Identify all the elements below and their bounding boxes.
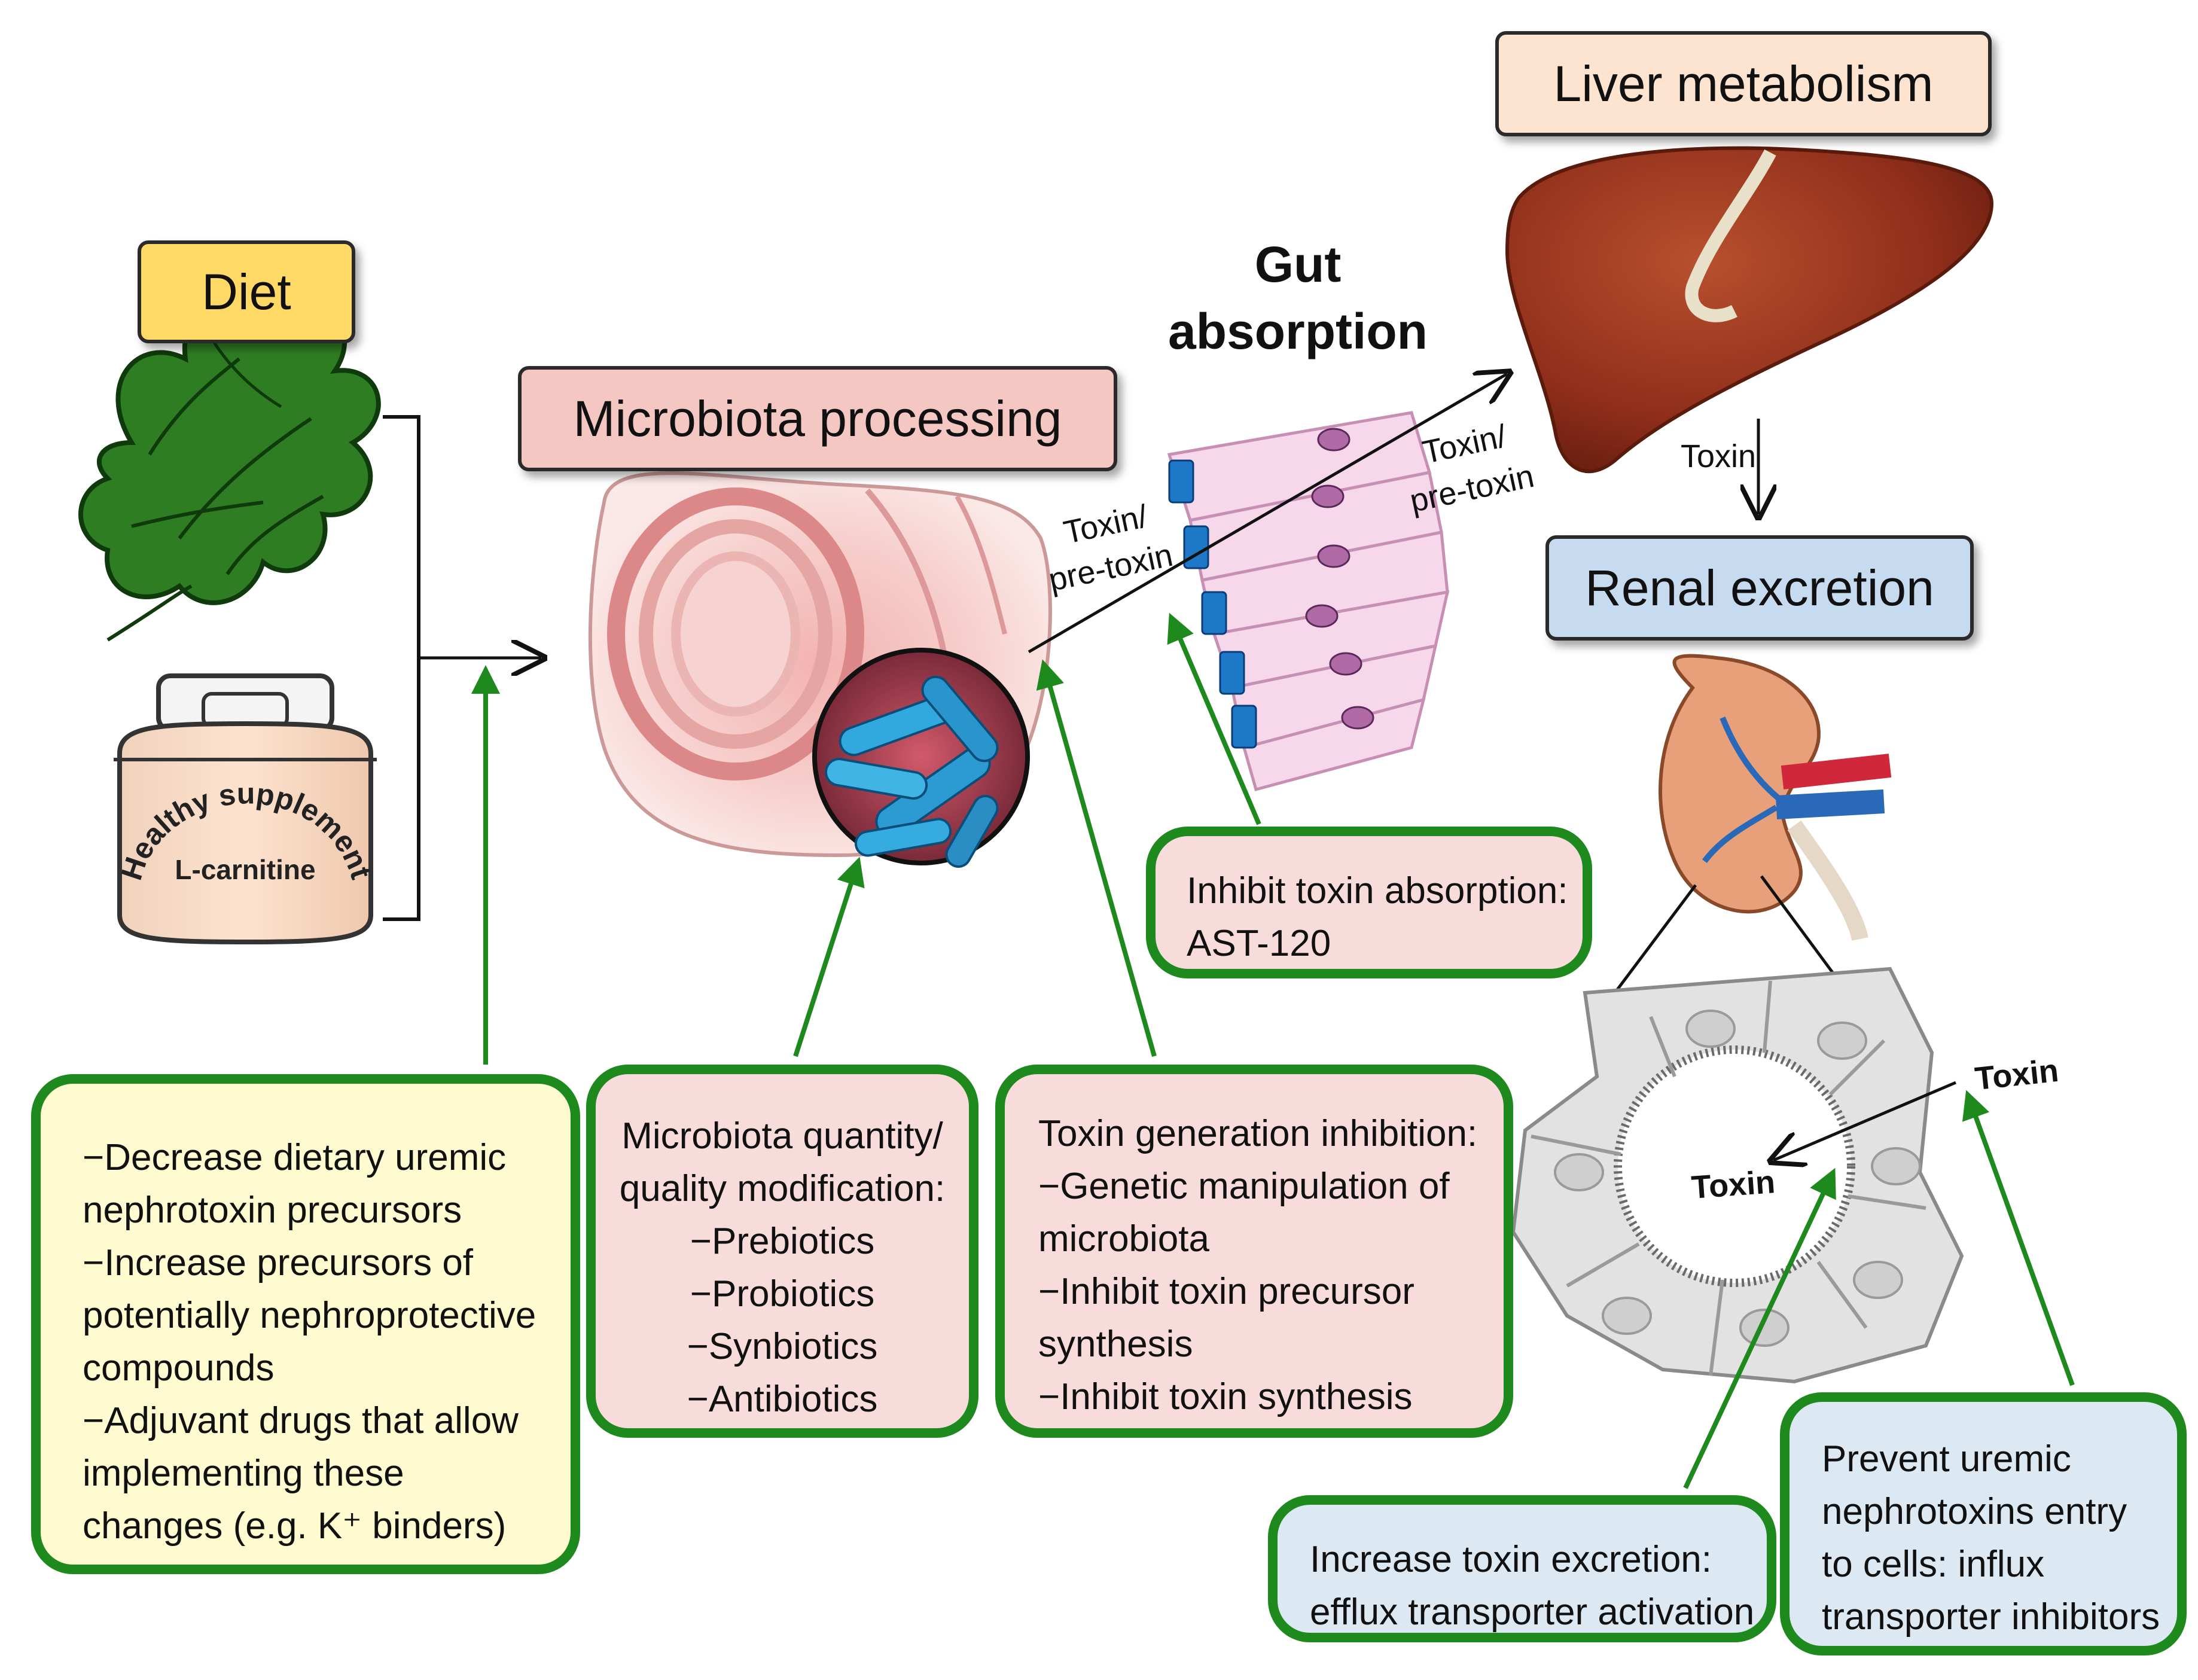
- gut-absorption-label: Gut absorption: [1160, 231, 1435, 365]
- absorption-intervention-box: Inhibit toxin absorption: AST-120: [1146, 827, 1592, 978]
- diet-bracket: [383, 415, 541, 921]
- renal-excretion-label: Renal excretion: [1545, 535, 1974, 641]
- intervention-arrow-microbiota: [793, 856, 865, 1057]
- toxin-generation-line: −Inhibit toxin synthesis: [1038, 1376, 1413, 1417]
- toxin-inner-label: Toxin: [1690, 1164, 1776, 1206]
- microbiota-intervention-line: −Antibiotics: [687, 1379, 878, 1420]
- diet-intervention-line: −Increase precursors of: [83, 1242, 474, 1283]
- liver-metabolism-label: Liver metabolism: [1495, 31, 1992, 136]
- toxin-liver-label: Toxin: [1681, 438, 1757, 474]
- diet-intervention-line: −Decrease dietary uremic: [83, 1137, 507, 1178]
- diet-intervention-line: potentially nephroprotective: [83, 1295, 536, 1336]
- supplement-product: L-carnitine: [175, 854, 315, 885]
- microbiota-intervention-box: Microbiota quantity/ quality modificatio…: [586, 1065, 978, 1438]
- gut-absorption-line-1: Gut: [1254, 236, 1342, 292]
- toxin-generation-intervention-box: Toxin generation inhibition: −Genetic ma…: [995, 1065, 1513, 1438]
- enterocytes-icon: [1167, 411, 1450, 792]
- absorption-line: Inhibit toxin absorption:: [1187, 870, 1568, 911]
- intervention-arrow-toxin-generation: [1036, 659, 1157, 1057]
- kidney-icon: [1659, 654, 1892, 941]
- kidney-zoom-line-left: [1614, 884, 1697, 994]
- toxin-generation-line: −Genetic manipulation of: [1038, 1166, 1450, 1207]
- absorption-line: AST-120: [1187, 923, 1331, 964]
- efflux-line: efflux transporter activation: [1310, 1591, 1755, 1633]
- tubule-cells-icon: [1511, 966, 1964, 1384]
- efflux-line: Increase toxin excretion:: [1310, 1539, 1712, 1580]
- microbiota-intervention-line: Microbiota quantity/: [621, 1115, 943, 1157]
- flow-arrow-gut-to-liver: [1028, 374, 1507, 654]
- intervention-arrow-efflux: [1683, 1167, 1836, 1489]
- flow-arrow-toxin-excretion: [1773, 1081, 1956, 1160]
- diet-intervention-line: compounds: [83, 1347, 275, 1389]
- influx-intervention-box: Prevent uremic nephrotoxins entry to cel…: [1780, 1392, 2187, 1655]
- diet-intervention-box: −Decrease dietary uremic nephrotoxin pre…: [31, 1074, 580, 1574]
- diet-intervention-line: nephrotoxin precursors: [83, 1190, 462, 1231]
- spinach-leaves-icon: [78, 285, 381, 642]
- diet-label: Diet: [138, 240, 355, 343]
- microbiota-intervention-line: quality modification:: [619, 1168, 946, 1209]
- microbiota-intervention-line: −Prebiotics: [690, 1221, 875, 1262]
- toxin-generation-line: synthesis: [1038, 1324, 1193, 1365]
- influx-line: nephrotoxins entry: [1822, 1491, 2127, 1532]
- diet-intervention-line: changes (e.g. K⁺ binders): [83, 1505, 507, 1547]
- diet-intervention-line: −Adjuvant drugs that allow: [83, 1400, 519, 1441]
- microbiota-intervention-line: −Probiotics: [690, 1273, 875, 1315]
- toxin-generation-line: −Inhibit toxin precursor: [1038, 1271, 1414, 1312]
- microbiota-intervention-line: −Synbiotics: [687, 1326, 878, 1367]
- efflux-intervention-box: Increase toxin excretion: efflux transpo…: [1268, 1495, 1776, 1642]
- diet-intervention-line: implementing these: [83, 1453, 404, 1494]
- influx-line: transporter inhibitors: [1822, 1596, 2160, 1638]
- influx-line: to cells: influx: [1822, 1544, 2045, 1585]
- influx-line: Prevent uremic: [1822, 1438, 2071, 1480]
- intervention-arrow-absorption: [1167, 612, 1261, 825]
- bacteria-icon: [812, 648, 1030, 868]
- intervention-arrow-influx: [1962, 1090, 2075, 1386]
- liver-icon: [1505, 146, 1994, 474]
- toxin-generation-line: Toxin generation inhibition:: [1038, 1113, 1478, 1154]
- microbiota-processing-label: Microbiota processing: [518, 366, 1117, 471]
- toxin-generation-line: microbiota: [1038, 1218, 1209, 1260]
- gut-absorption-line-2: absorption: [1168, 303, 1428, 359]
